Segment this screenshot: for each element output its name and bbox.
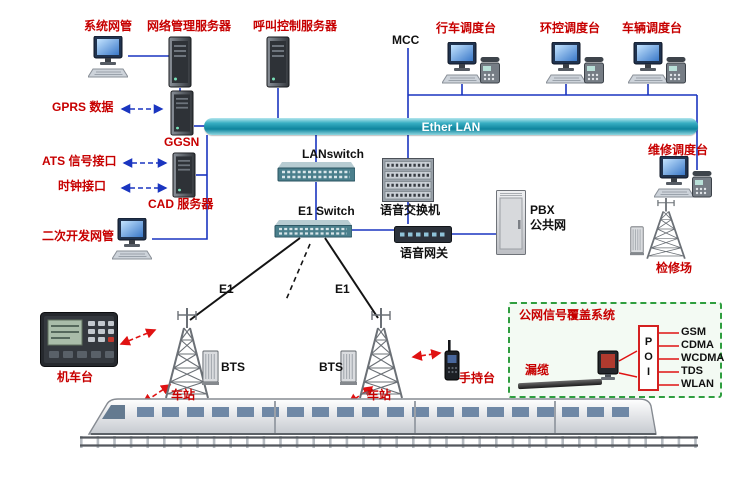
label-e1-switch: E1 Switch bbox=[298, 204, 355, 218]
voice-switch-device bbox=[383, 159, 434, 202]
e1-line-right bbox=[324, 237, 379, 319]
label-e1-left: E1 bbox=[219, 282, 234, 296]
rail-track bbox=[80, 436, 698, 448]
label-env-dispatch: 环控调度台 bbox=[540, 21, 601, 35]
label-leaky-cable: 漏缆 bbox=[525, 363, 550, 377]
link-left-drop bbox=[152, 135, 208, 240]
call-control-server-tower bbox=[267, 37, 289, 87]
maintenance-dispatch-computer bbox=[654, 156, 694, 197]
lan-links bbox=[128, 48, 698, 240]
e1-links bbox=[189, 237, 379, 321]
e1-line-left bbox=[189, 237, 301, 321]
ether-lan-label: Ether LAN bbox=[421, 119, 481, 134]
env-dispatch-computer bbox=[546, 42, 586, 83]
vehicle-dispatch-phone-icon bbox=[667, 57, 686, 83]
label-maintenance-dispatch: 维修调度台 bbox=[648, 143, 709, 157]
label-clock-interface: 时钟接口 bbox=[58, 179, 107, 193]
voice-gateway-device bbox=[395, 227, 452, 243]
label-call-control-server: 呼叫控制服务器 bbox=[253, 19, 338, 33]
coverage-repeater-device bbox=[598, 351, 618, 380]
secondary-dev-computer bbox=[112, 218, 152, 259]
radio-loco-tower bbox=[119, 328, 157, 346]
label-coverage-title: 公网信号覆盖系统 bbox=[519, 308, 616, 322]
vehicle-dispatch-computer bbox=[628, 42, 668, 83]
maintenance-yard-cabinet bbox=[630, 227, 644, 255]
label-train-dispatch: 行车调度台 bbox=[436, 21, 497, 35]
lanswitch-device bbox=[278, 162, 355, 181]
pbx-cabinet bbox=[497, 191, 526, 255]
label-ats-interface: ATS 信号接口 bbox=[42, 154, 117, 168]
radio-towerR-train bbox=[347, 386, 374, 404]
e1-line-dashed bbox=[285, 243, 311, 301]
locomotive-station-device bbox=[41, 313, 118, 367]
train-dispatch-phone-icon bbox=[481, 57, 500, 83]
link-console-drops bbox=[461, 84, 649, 95]
env-dispatch-phone-icon bbox=[585, 57, 604, 83]
label-bts-left: BTS bbox=[221, 360, 245, 374]
label-public-network: 公共网 bbox=[530, 218, 567, 232]
label-e1-right: E1 bbox=[335, 282, 350, 296]
poi-label: POI bbox=[642, 335, 655, 381]
label-cdma: CDMA bbox=[681, 339, 714, 351]
cad-server-tower bbox=[173, 153, 195, 197]
label-wlan: WLAN bbox=[681, 378, 714, 390]
train bbox=[87, 398, 657, 435]
label-system-nms: 系统网管 bbox=[84, 19, 133, 33]
label-vehicle-dispatch: 车辆调度台 bbox=[622, 21, 683, 35]
poi-links bbox=[618, 332, 679, 386]
label-station-left: 车站 bbox=[171, 388, 196, 402]
label-ggsn: GGSN bbox=[164, 135, 200, 149]
label-handheld: 手持台 bbox=[459, 371, 496, 385]
ggsn-server-tower bbox=[171, 91, 193, 135]
label-network-mgmt-server: 网络管理服务器 bbox=[147, 19, 232, 33]
train-dispatch-computer bbox=[442, 42, 482, 83]
station-right-antenna-tower bbox=[360, 308, 402, 398]
poi-box: POI bbox=[638, 325, 659, 391]
label-lanswitch: LANswitch bbox=[302, 147, 365, 161]
covdev-poi-2 bbox=[618, 372, 638, 378]
label-maintenance-yard: 检修场 bbox=[656, 261, 693, 275]
radio-towerR-handheld bbox=[411, 349, 442, 361]
label-secondary-dev-nms: 二次开发网管 bbox=[42, 229, 115, 243]
covdev-poi-1 bbox=[618, 350, 638, 362]
label-gsm: GSM bbox=[681, 326, 707, 338]
maintenance-dispatch-phone-icon bbox=[693, 171, 712, 197]
interface-dashed-arrows bbox=[120, 104, 168, 193]
network-mgmt-server-tower bbox=[169, 37, 191, 87]
label-locomotive-station: 机车台 bbox=[57, 370, 94, 384]
label-mcc: MCC bbox=[392, 33, 420, 47]
train-windshield bbox=[102, 405, 125, 419]
label-wcdma: WCDMA bbox=[681, 352, 725, 364]
label-tds: TDS bbox=[681, 365, 703, 377]
system-nms-computer bbox=[88, 36, 128, 77]
label-voice-switch: 语音交换机 bbox=[380, 203, 441, 217]
e1-switch-device bbox=[275, 220, 352, 237]
label-voice-gateway: 语音网关 bbox=[400, 246, 449, 260]
bts-left-cabinet bbox=[202, 351, 219, 385]
label-cad-server: CAD 服务器 bbox=[148, 197, 214, 211]
handheld-radio-device bbox=[445, 340, 459, 380]
maintenance-yard-tower bbox=[647, 198, 685, 259]
ether-lan-bus: Ether LAN bbox=[204, 118, 698, 135]
label-gprs-data: GPRS 数据 bbox=[52, 100, 114, 114]
label-pbx: PBX bbox=[530, 203, 555, 217]
label-station-right: 车站 bbox=[367, 388, 392, 402]
label-bts-right: BTS bbox=[319, 360, 343, 374]
